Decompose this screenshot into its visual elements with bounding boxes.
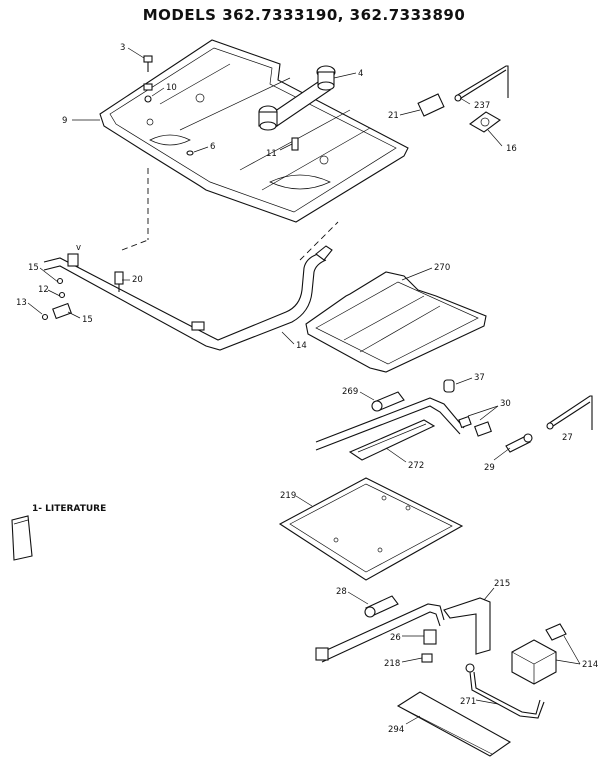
manifold-pipe[interactable] [43, 245, 333, 351]
part-label: 10 [166, 83, 177, 93]
valve-fitting[interactable] [41, 277, 72, 321]
literature-label: 1- LITERATURE [32, 504, 106, 514]
part-label: 14 [296, 341, 307, 351]
spacer-part[interactable] [443, 379, 455, 393]
part-label: 30 [500, 399, 511, 409]
part-label: 37 [474, 373, 485, 383]
part-label: 15 [28, 263, 39, 273]
literature-booklet-icon[interactable] [11, 515, 33, 561]
part-label: 13 [16, 298, 27, 308]
part-label: v [76, 243, 81, 253]
part-label: 237 [474, 101, 490, 111]
part-label: 12 [38, 285, 49, 295]
part-label: 26 [390, 633, 401, 643]
part-label: 270 [434, 263, 450, 273]
leader-lines [27, 47, 581, 725]
part-label: 3 [120, 43, 125, 53]
rod-part[interactable] [454, 65, 509, 102]
trim-strip[interactable] [396, 691, 512, 757]
orifice-part[interactable] [114, 271, 124, 292]
broiler-tray[interactable] [278, 477, 464, 581]
burner-tube[interactable] [315, 391, 465, 451]
alignment-line [299, 221, 339, 261]
part-label: 271 [460, 697, 476, 707]
thermostat-fitting[interactable] [505, 433, 533, 453]
bracket-part[interactable] [291, 137, 299, 151]
fastener-part[interactable] [186, 150, 194, 156]
thermostat-rod[interactable] [546, 395, 593, 430]
part-label: 20 [132, 275, 143, 285]
igniter-assembly[interactable] [511, 623, 567, 685]
part-label: 272 [408, 461, 424, 471]
part-label: 269 [342, 387, 358, 397]
part-label: 4 [358, 69, 363, 79]
part-label: 29 [484, 463, 495, 473]
part-label: 16 [506, 144, 517, 154]
part-label: 6 [210, 142, 215, 152]
heat-shield[interactable] [305, 271, 487, 373]
clip-part[interactable] [458, 415, 492, 437]
part-label: 294 [388, 725, 404, 735]
lower-bracket[interactable] [443, 597, 491, 655]
diagram-title: MODELS 362.7333190, 362.7333890 [142, 6, 466, 24]
part-label: 214 [582, 660, 598, 670]
part-label: 218 [384, 659, 400, 669]
lower-burner-tube[interactable] [315, 595, 445, 663]
top-burner-plate[interactable] [99, 39, 409, 223]
bushing-part[interactable] [421, 629, 437, 663]
part-label: 11 [266, 149, 277, 159]
part-label: 9 [62, 116, 67, 126]
part-label: 219 [280, 491, 296, 501]
part-label: 15 [82, 315, 93, 325]
alignment-line [121, 239, 149, 251]
burner-assembly[interactable] [258, 65, 336, 131]
gas-tube[interactable] [465, 663, 545, 719]
screw-part[interactable] [143, 55, 153, 72]
washer-part[interactable] [143, 83, 153, 103]
burner-shield[interactable] [348, 419, 436, 461]
part-label: 21 [388, 111, 399, 121]
part-label: 215 [494, 579, 510, 589]
part-label: 28 [336, 587, 347, 597]
mounting-bracket[interactable] [469, 111, 501, 133]
part-label: 27 [562, 433, 573, 443]
valve-part[interactable] [417, 93, 445, 117]
